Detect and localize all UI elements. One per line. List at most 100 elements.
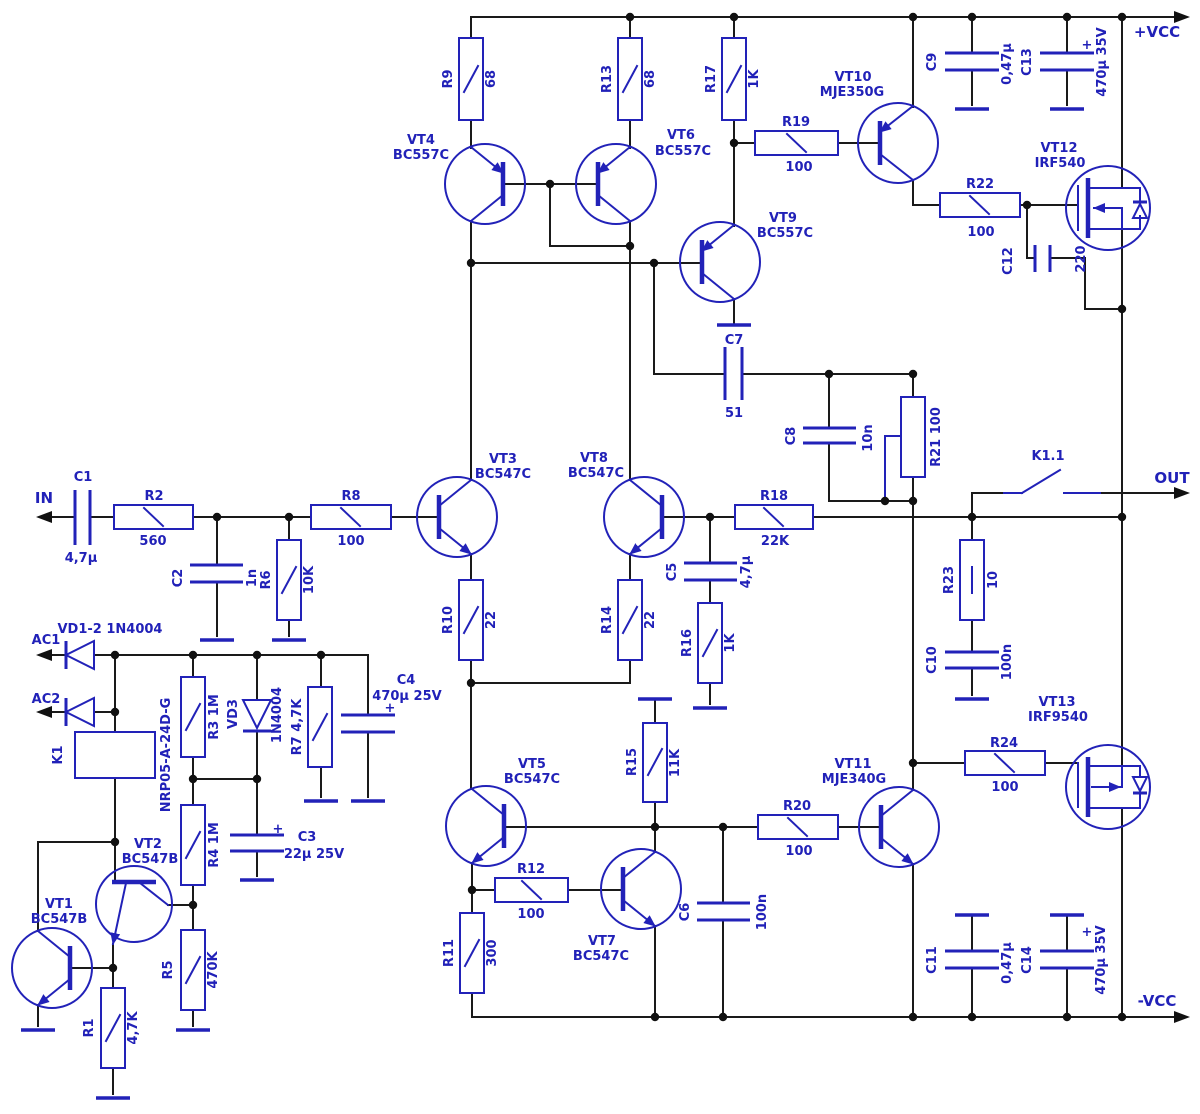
transistor-vt2: VT2 BC547B (95, 837, 179, 946)
vt8-part: BC547C (568, 466, 624, 481)
vt10-ref: VT10 (834, 70, 871, 85)
resistor-r21: R21 100 (884, 396, 944, 502)
capacitor-c13: C13 + 470µ 35V (1020, 27, 1110, 96)
r18-value: 22K (761, 534, 790, 549)
vt2-part: BC547B (122, 852, 179, 867)
capacitor-c9: C9 0,47µ (925, 43, 1015, 85)
vcc-pos-rail: +VCC (1134, 11, 1190, 41)
r7-label: R7 4,7K (290, 698, 305, 756)
c6-value: 100n (755, 894, 770, 930)
diode-vd2 (63, 696, 95, 728)
c3-plus: + (273, 822, 284, 837)
ground-symbol (21, 107, 1084, 1100)
r24-value: 100 (991, 780, 1018, 795)
resistor-r9: R9 68 (441, 37, 499, 121)
c9-ref: C9 (925, 53, 940, 72)
vt11-part: MJE340G (822, 772, 886, 787)
r4-label: R4 1M (207, 822, 222, 868)
c9-value: 0,47µ (1000, 43, 1015, 85)
vt5-ref: VT5 (518, 757, 546, 772)
c3-value: 22µ 25V (284, 847, 344, 862)
vt12-ref: VT12 (1040, 141, 1077, 156)
r15-value: 11K (668, 748, 683, 777)
vt2-ref: VT2 (134, 837, 162, 852)
ac2-arrow-icon (36, 706, 52, 718)
r14-ref: R14 (600, 606, 615, 634)
transistor-vt11: VT11 MJE340G (822, 757, 940, 868)
r1-ref: R1 (82, 1018, 97, 1037)
c4-value: 470µ 25V (372, 689, 441, 704)
c10-value: 100n (1000, 644, 1015, 680)
vt11-ref: VT11 (834, 757, 871, 772)
vt4-ref: VT4 (407, 133, 435, 148)
junction-dots (108, 12, 1127, 1022)
capacitor-c4: C4 470µ 25V + (341, 673, 442, 734)
relay-contact-k1-1: K1.1 (1003, 449, 1101, 495)
r5-ref: R5 (161, 960, 176, 979)
r21-label: R21 100 (929, 407, 944, 467)
r23-value: 10 (986, 571, 1001, 589)
diode-vd3: VD3 1N4004 (226, 687, 285, 743)
r20-ref: R20 (783, 799, 811, 814)
c1-ref: C1 (74, 470, 93, 485)
r22-ref: R22 (966, 177, 994, 192)
r6-value: 10K (302, 565, 317, 594)
r22-value: 100 (967, 225, 994, 240)
c14-ref: C14 (1020, 946, 1035, 974)
r9-value: 68 (484, 70, 499, 88)
resistor-r10: R10 22 (441, 579, 499, 661)
capacitor-c14: C14 + 470µ 35V (1020, 925, 1109, 995)
out-port: OUT (1154, 469, 1190, 499)
r13-ref: R13 (600, 65, 615, 93)
vt3-ref: VT3 (489, 452, 517, 467)
resistor-r16: R16 1K (680, 602, 738, 684)
resistor-r8: R8 100 (310, 489, 392, 549)
c4-ref: C4 (397, 673, 416, 688)
vt10-part: MJE350G (820, 85, 884, 100)
relay-ref: K1 (51, 745, 66, 764)
vd3-ref: VD3 (226, 699, 241, 729)
c13-plus: + (1082, 38, 1093, 53)
r17-value: 1K (747, 69, 762, 89)
r23-ref: R23 (942, 566, 957, 594)
r15-ref: R15 (625, 748, 640, 776)
r9-ref: R9 (441, 69, 456, 88)
r11-ref: R11 (442, 939, 457, 967)
resistor-r12: R12 100 (494, 862, 569, 922)
resistor-r22: R22 100 (939, 177, 1021, 240)
r10-ref: R10 (441, 606, 456, 634)
vt6-ref: VT6 (667, 128, 695, 143)
transistor-vt7: VT7 BC547C (573, 848, 682, 964)
relay-part: NRP05-A-24D-G (159, 698, 174, 813)
c14-value: 470µ 35V (1094, 925, 1109, 994)
transistor-vt3: VT3 BC547C (416, 452, 531, 558)
c5-ref: C5 (665, 563, 680, 582)
out-label: OUT (1154, 469, 1190, 487)
diode-vd1 (63, 639, 95, 671)
resistor-r20: R20 100 (757, 799, 839, 859)
vcc-neg-arrow-icon (1174, 1011, 1190, 1023)
r20-value: 100 (785, 844, 812, 859)
vt8-ref: VT8 (580, 451, 608, 466)
c7-value: 51 (725, 406, 743, 421)
resistor-r4: R4 1M (180, 804, 222, 886)
c10-ref: C10 (925, 646, 940, 674)
c5-value: 4,7µ (739, 555, 754, 588)
r2-ref: R2 (144, 489, 163, 504)
vt4-part: BC557C (393, 148, 449, 163)
r16-ref: R16 (680, 629, 695, 657)
vt6-part: BC557C (655, 144, 711, 159)
vt7-part: BC547C (573, 949, 629, 964)
transistor-vt12: VT12 IRF540 (1035, 141, 1151, 251)
transistor-vt5: VT5 BC547C (445, 757, 560, 867)
relay-contact-label: K1.1 (1031, 449, 1064, 464)
c14-plus: + (1082, 925, 1093, 940)
vcc-pos-label: +VCC (1134, 23, 1180, 41)
vd3-part: 1N4004 (270, 687, 285, 743)
resistor-r23: R23 10 (942, 539, 1001, 621)
r2-value: 560 (139, 534, 166, 549)
r19-ref: R19 (782, 115, 810, 130)
capacitor-c3: + C3 22µ 25V (230, 822, 344, 862)
resistor-r11: R11 300 (442, 912, 500, 994)
